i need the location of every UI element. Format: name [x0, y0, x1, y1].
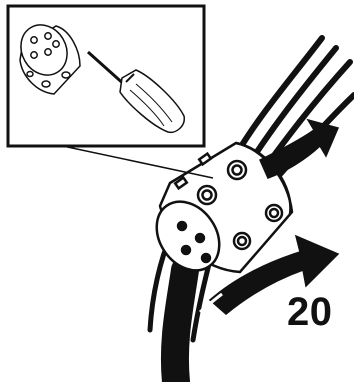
screw-hole — [198, 186, 216, 204]
wire-entry-hole — [178, 222, 186, 230]
wire-entry-hole — [196, 234, 204, 242]
screw-hole — [234, 233, 250, 249]
callout-leader — [58, 145, 213, 178]
screwdriver-detail-inset — [8, 6, 204, 146]
step-number: 20 — [287, 292, 333, 332]
screw-hole — [266, 205, 282, 221]
wire-entry-hole — [182, 246, 190, 254]
wire-entry-hole — [202, 254, 210, 262]
screw-hole — [228, 161, 246, 179]
